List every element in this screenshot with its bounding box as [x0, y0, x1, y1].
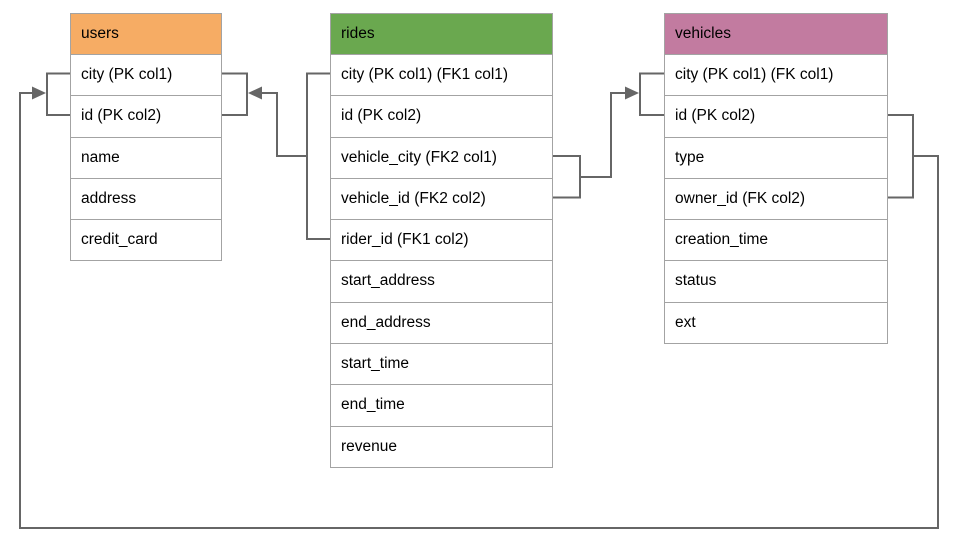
column-row: city (PK col1) (FK col1) — [665, 54, 887, 96]
fk-shaft-line — [19, 92, 939, 529]
fk1-rides-to-users-connector — [222, 72, 330, 240]
table-rides-header: rides — [331, 14, 552, 54]
column-row: id (PK col2) — [665, 95, 887, 137]
fk1-arrowhead-icon — [248, 86, 262, 100]
column-row: end_time — [331, 384, 552, 426]
fk-arrowhead-icon — [32, 86, 46, 100]
vehicles-left-bracket-line — [639, 72, 664, 116]
vehicles-right-bracket-line — [888, 114, 914, 199]
column-row: city (PK col1) (FK1 col1) — [331, 54, 552, 96]
table-vehicles-header: vehicles — [665, 14, 887, 54]
table-users-header: users — [71, 14, 221, 54]
column-row: address — [71, 177, 221, 220]
table-rides: rides city (PK col1) (FK1 col1)id (PK co… — [330, 13, 553, 468]
column-row: city (PK col1) — [71, 54, 221, 96]
rides-right-bracket-line — [553, 155, 581, 199]
column-row: vehicle_id (FK2 col2) — [331, 177, 552, 220]
column-row: rider_id (FK1 col2) — [331, 219, 552, 261]
table-vehicles: vehicles city (PK col1) (FK col1)id (PK … — [664, 13, 888, 345]
column-row: owner_id (FK col2) — [665, 177, 887, 220]
column-row: status — [665, 260, 887, 302]
column-row: name — [71, 136, 221, 178]
column-row: id (PK col2) — [331, 95, 552, 137]
table-rides-rows: city (PK col1) (FK1 col1)id (PK col2)veh… — [331, 54, 552, 467]
column-row: ext — [665, 301, 887, 344]
fk2-shaft-line — [580, 92, 626, 178]
column-row: type — [665, 136, 887, 178]
column-row: revenue — [331, 425, 552, 467]
users-left-bracket-line — [46, 72, 70, 116]
column-row: end_address — [331, 301, 552, 344]
fk-vehicles-to-users-connector — [19, 72, 939, 529]
column-row: start_address — [331, 260, 552, 302]
column-row: id (PK col2) — [71, 95, 221, 137]
column-row: credit_card — [71, 219, 221, 261]
rides-left-bracket-line — [306, 72, 330, 240]
users-right-bracket-line — [222, 72, 248, 116]
column-row: vehicle_city (FK2 col1) — [331, 136, 552, 178]
column-row: creation_time — [665, 219, 887, 261]
fk2-rides-to-vehicles-connector — [553, 72, 664, 199]
fk1-shaft-line — [261, 92, 307, 157]
column-row: start_time — [331, 343, 552, 385]
table-vehicles-rows: city (PK col1) (FK col1)id (PK col2)type… — [665, 54, 887, 344]
fk2-arrowhead-icon — [625, 86, 639, 100]
